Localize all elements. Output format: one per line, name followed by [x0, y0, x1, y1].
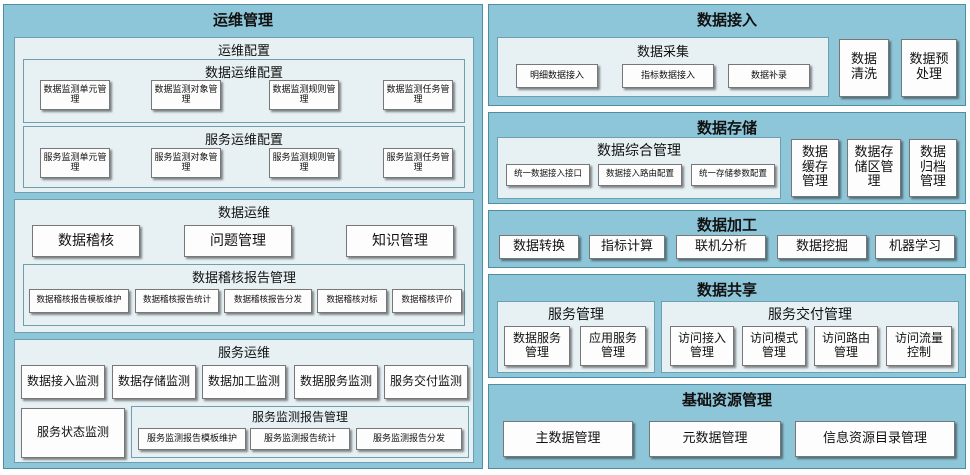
- data-ops-config-section: 数据运维配置 数据监测单元管理 数据监测对象管理 数据监测规则管理 数据监测任务…: [23, 59, 465, 123]
- integrated-management-title: 数据综合管理: [597, 143, 681, 159]
- audit-benchmark-box[interactable]: 数据稽核对标: [317, 289, 387, 313]
- detail-data-access-box[interactable]: 明细数据接入: [516, 64, 598, 88]
- processing-monitor-box[interactable]: 数据加工监测: [202, 365, 286, 399]
- data-collection-title: 数据采集: [636, 45, 689, 60]
- data-storage-title: 数据存储: [696, 119, 757, 137]
- data-access-panel: 数据接入 数据采集 明细数据接入 指标数据接入 数据补录 数据清洗 数据预处理: [488, 4, 966, 106]
- data-mining-box[interactable]: 数据挖掘: [777, 235, 867, 259]
- audit-report-section: 数据稽核报告管理 数据稽核报告模板维护 数据稽核报告统计 数据稽核报告分发 数据…: [23, 264, 465, 326]
- service-monitor-rule-box[interactable]: 服务监测规则管理: [269, 148, 339, 178]
- service-monitor-unit-box[interactable]: 服务监测单元管理: [40, 148, 110, 178]
- service-ops-config-title: 服务运维配置: [204, 133, 283, 148]
- issue-management-box[interactable]: 问题管理: [184, 225, 292, 257]
- ops-management-title: 运维管理: [212, 11, 273, 29]
- access-mode-box[interactable]: 访问模式管理: [742, 326, 806, 366]
- service-monitor-object-box[interactable]: 服务监测对象管理: [151, 148, 221, 178]
- service-ops-title: 服务运维: [217, 346, 270, 361]
- service-monitor-task-box[interactable]: 服务监测任务管理: [383, 148, 453, 178]
- data-service-mgmt-box[interactable]: 数据服务管理: [504, 326, 570, 366]
- service-report-section: 服务监测报告管理 服务监测报告模板维护 服务监测报告统计 服务监测报告分发: [131, 406, 469, 458]
- ops-management-panel: 运维管理 运维配置 数据运维配置 数据监测单元管理 数据监测对象管理 数据监测规…: [3, 4, 483, 469]
- data-monitor-unit-box[interactable]: 数据监测单元管理: [40, 80, 110, 110]
- access-onboarding-box[interactable]: 访问接入管理: [670, 326, 734, 366]
- knowledge-management-box[interactable]: 知识管理: [346, 225, 454, 257]
- data-cleaning-box[interactable]: 数据清洗: [839, 39, 889, 97]
- metadata-box[interactable]: 元数据管理: [649, 421, 781, 457]
- machine-learning-box[interactable]: 机器学习: [875, 235, 955, 259]
- data-cache-box[interactable]: 数据缓存管理: [791, 139, 839, 197]
- service-management-title: 服务管理: [548, 307, 604, 323]
- data-audit-box[interactable]: 数据稽核: [32, 225, 140, 257]
- data-access-title: 数据接入: [696, 11, 757, 29]
- data-archive-box[interactable]: 数据归档管理: [909, 139, 957, 197]
- data-ops-title: 数据运维: [217, 206, 270, 221]
- service-report-template-box[interactable]: 服务监测报告模板维护: [138, 428, 246, 450]
- data-processing-panel: 数据加工 数据转换 指标计算 联机分析 数据挖掘 机器学习: [488, 210, 966, 268]
- master-data-box[interactable]: 主数据管理: [503, 421, 633, 457]
- data-collection-section: 数据采集 明细数据接入 指标数据接入 数据补录: [497, 37, 829, 97]
- audit-report-stats-box[interactable]: 数据稽核报告统计: [135, 289, 219, 313]
- service-report-distribution-box[interactable]: 服务监测报告分发: [356, 428, 462, 450]
- data-ops-config-title: 数据运维配置: [204, 66, 283, 81]
- access-routing-config-box[interactable]: 数据接入路由配置: [598, 164, 682, 186]
- service-report-title: 服务监测报告管理: [251, 410, 348, 424]
- ops-config-section: 运维配置 数据运维配置 数据监测单元管理 数据监测对象管理 数据监测规则管理 数…: [14, 37, 474, 193]
- delivery-monitor-box[interactable]: 服务交付监测: [384, 365, 468, 399]
- base-resource-panel: 基础资源管理 主数据管理 元数据管理 信息资源目录管理: [488, 384, 966, 469]
- audit-report-template-box[interactable]: 数据稽核报告模板维护: [29, 289, 129, 313]
- data-storage-panel: 数据存储 数据综合管理 统一数据接入接口 数据接入路由配置 统一存储参数配置 数…: [488, 112, 966, 204]
- data-storage-area-box[interactable]: 数据存储区管理: [847, 139, 901, 197]
- traffic-control-box[interactable]: 访问流量控制: [886, 326, 952, 366]
- data-service-monitor-box[interactable]: 数据服务监测: [294, 365, 378, 399]
- integrated-management-section: 数据综合管理 统一数据接入接口 数据接入路由配置 统一存储参数配置: [497, 137, 781, 199]
- access-monitor-box[interactable]: 数据接入监测: [21, 365, 105, 399]
- app-service-mgmt-box[interactable]: 应用服务管理: [580, 326, 646, 366]
- resource-catalog-box[interactable]: 信息资源目录管理: [795, 421, 955, 457]
- audit-report-distribution-box[interactable]: 数据稽核报告分发: [224, 289, 312, 313]
- indicator-calc-box[interactable]: 指标计算: [589, 235, 665, 259]
- base-resource-title: 基础资源管理: [681, 391, 772, 409]
- data-monitor-task-box[interactable]: 数据监测任务管理: [383, 80, 453, 110]
- data-supplement-box[interactable]: 数据补录: [728, 64, 810, 88]
- data-preprocess-box[interactable]: 数据预处理: [901, 39, 957, 97]
- olap-box[interactable]: 联机分析: [676, 235, 766, 259]
- service-ops-config-section: 服务运维配置 服务监测单元管理 服务监测对象管理 服务监测规则管理 服务监测任务…: [23, 126, 465, 188]
- storage-monitor-box[interactable]: 数据存储监测: [112, 365, 196, 399]
- data-monitor-object-box[interactable]: 数据监测对象管理: [151, 80, 221, 110]
- data-sharing-panel: 数据共享 服务管理 数据服务管理 应用服务管理 服务交付管理 访问接入管理 访问…: [488, 274, 966, 378]
- storage-param-config-box[interactable]: 统一存储参数配置: [691, 164, 775, 186]
- unified-access-interface-box[interactable]: 统一数据接入接口: [506, 164, 590, 186]
- service-management-section: 服务管理 数据服务管理 应用服务管理: [497, 301, 655, 373]
- ops-config-title: 运维配置: [217, 44, 270, 59]
- data-processing-title: 数据加工: [696, 216, 757, 234]
- indicator-data-access-box[interactable]: 指标数据接入: [622, 64, 714, 88]
- data-sharing-title: 数据共享: [696, 281, 757, 299]
- service-status-monitor-box[interactable]: 服务状态监测: [21, 408, 125, 458]
- audit-evaluation-box[interactable]: 数据稽核评价: [392, 289, 462, 313]
- delivery-management-section: 服务交付管理 访问接入管理 访问模式管理 访问路由管理 访问流量控制: [661, 301, 959, 373]
- audit-report-title: 数据稽核报告管理: [191, 271, 296, 286]
- data-monitor-rule-box[interactable]: 数据监测规则管理: [269, 80, 339, 110]
- data-transform-box[interactable]: 数据转换: [499, 235, 579, 259]
- service-ops-section: 服务运维 数据接入监测 数据存储监测 数据加工监测 数据服务监测 服务交付监测 …: [14, 339, 474, 463]
- delivery-management-title: 服务交付管理: [768, 307, 852, 323]
- service-report-stats-box[interactable]: 服务监测报告统计: [250, 428, 350, 450]
- access-routing-box[interactable]: 访问路由管理: [814, 326, 878, 366]
- data-ops-section: 数据运维 数据稽核 问题管理 知识管理 数据稽核报告管理 数据稽核报告模板维护 …: [14, 199, 474, 333]
